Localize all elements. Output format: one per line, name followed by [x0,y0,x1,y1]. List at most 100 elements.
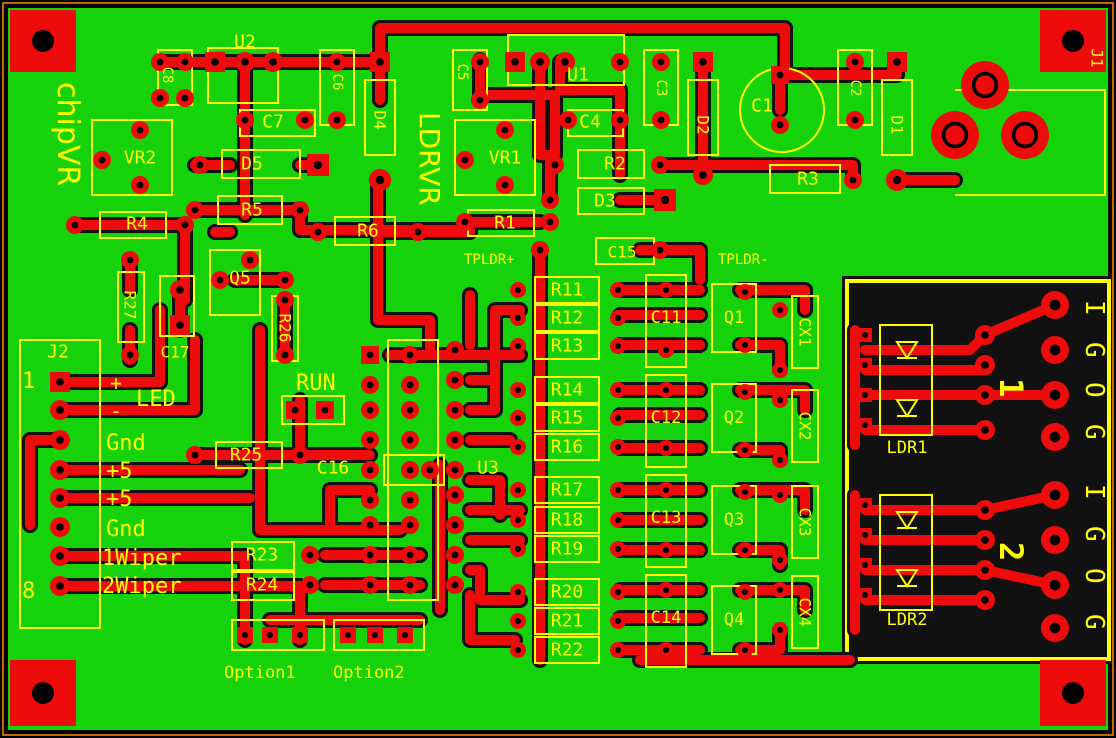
cap-label: C14 [651,608,682,628]
pads-layer [50,52,1069,658]
c17-label: C17 [161,343,190,362]
pad-drill [476,58,484,66]
cx-label: CX2 [796,412,815,441]
j2-label-5v-a: +5 [106,459,133,484]
pad-drill [181,94,189,102]
cx-outline [791,389,819,463]
run-jumper-outline [281,395,345,425]
pad-drill [333,116,341,124]
resistor-outline [534,376,600,404]
pad-drill [366,581,374,589]
pad-drill [71,221,79,229]
resistor-label: R15 [551,408,584,429]
pad-drill [776,71,784,79]
pad-drill [662,444,670,452]
r6-outline [334,216,396,246]
pad-drill [981,536,989,544]
pad-drill [211,58,219,66]
cx-label: CX1 [796,318,815,347]
pad-drill [981,566,989,574]
pad-drill [366,436,374,444]
cap-outline [645,474,687,568]
pad-drill [862,362,868,368]
pad-drill [501,126,509,134]
pad-drill [561,58,569,66]
pad-drill [126,351,134,359]
pad-drill [614,516,622,524]
d3-outline [577,187,645,215]
pad-drill [656,161,664,169]
jack-pad-inner [975,75,995,95]
copper-trace [325,485,375,530]
pad-drill [306,581,314,589]
transistor-outline [711,283,757,353]
resistor-outline [534,636,600,664]
cap-outline [645,274,687,368]
u2-outline [207,47,279,104]
transistor-label: Q1 [724,308,744,328]
ldr2-label: LDR2 [887,610,928,630]
d4-label: D4 [371,110,390,129]
pad-drill [321,406,329,414]
pad-drill [862,392,868,398]
pad-drill [614,617,622,625]
u1-label: U1 [567,65,589,86]
copper-trace [735,340,785,375]
pad-drill [451,346,459,354]
pad-drill [426,466,434,474]
q5-outline [209,249,261,316]
resistor-label: R12 [551,308,584,329]
copper-trace [465,590,520,645]
pad-drill [451,491,459,499]
resistor-outline [534,433,600,461]
conn1-pin-3: O [1079,382,1109,398]
transistor-label: Q3 [724,510,744,530]
pad-drill [344,631,352,639]
pad-drill [375,175,385,185]
pad-drill [181,221,189,229]
pad-drill [893,58,901,66]
pad-drill [191,206,199,214]
pad-drill [406,436,414,444]
pad-drill [564,116,572,124]
pad-drill [176,286,184,294]
pad-drill [56,378,64,386]
resistor-label: R14 [551,380,584,401]
vr1-label: VR1 [489,148,522,169]
c7-label: C7 [262,112,284,133]
label-tpldr-plus: TPLDR+ [464,252,515,268]
r2-outline [577,149,645,179]
r5-outline [217,195,283,225]
pad-drill [241,631,249,639]
pad-drill [776,491,784,499]
c15-label: C15 [608,243,637,262]
pad-drill [241,116,249,124]
j2-label-plus: + [110,371,122,395]
pad-drill [1049,579,1061,591]
pad-drill [56,406,64,414]
r25-outline [215,441,283,469]
j2-label-wiper2: 2Wiper [102,574,181,599]
resistor-outline [534,535,600,563]
d5-label: D5 [241,154,263,175]
pad-drill [376,58,384,66]
transistor-outline [711,485,757,555]
pad-drill [451,466,459,474]
pad-drill [126,256,134,264]
pad-drill [296,451,304,459]
copper-trace [735,285,810,315]
copper-trace [465,340,500,415]
pad-drill [776,306,784,314]
resistor-label: R17 [551,480,584,501]
d3-label: D3 [594,191,616,212]
ldr-block-outline [845,279,1111,661]
pad-drill [981,361,989,369]
pad-drill [314,228,322,236]
pad-drill [301,116,309,124]
pad-drill [514,414,522,422]
silkscreen-layer [19,34,1106,668]
resistor-outline [534,476,600,504]
pad-drill [269,58,277,66]
r1-label: R1 [494,213,516,234]
